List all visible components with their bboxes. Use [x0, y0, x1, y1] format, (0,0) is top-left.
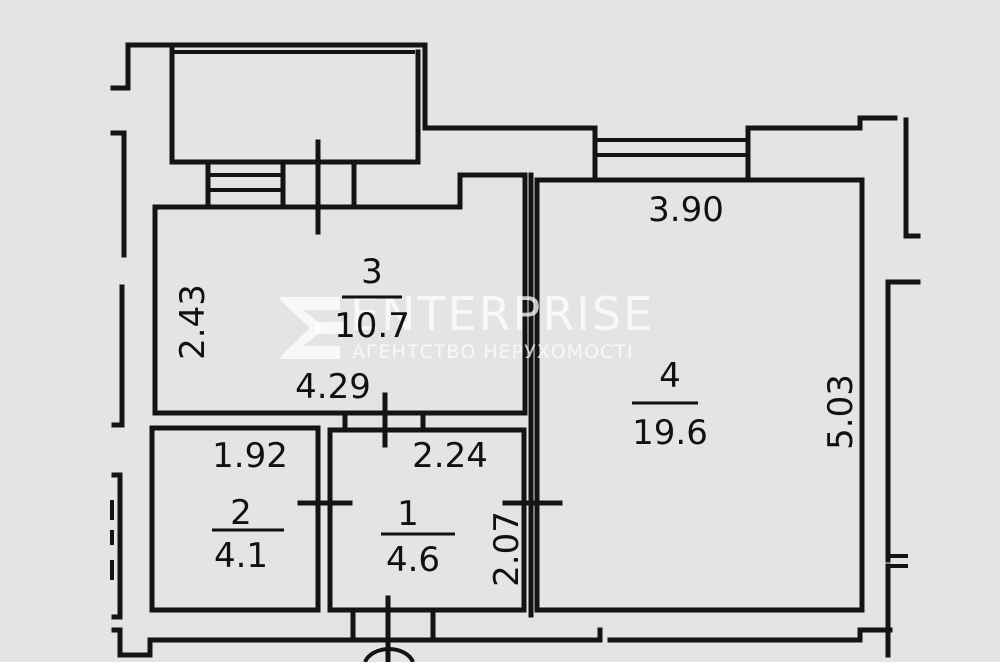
dim-room3-height: 2.43: [173, 284, 213, 360]
room-3-number: 3: [361, 252, 383, 292]
watermark-subtitle: АГЕНТСТВО НЕРУХОМОСТІ: [352, 341, 634, 363]
dim-room1-height: 2.07: [487, 511, 527, 587]
dim-room4-width: 3.90: [648, 190, 724, 230]
dim-room2-width: 1.92: [212, 436, 288, 476]
room-4: [528, 115, 921, 658]
balcony-window: [205, 139, 357, 235]
room-4-area: 19.6: [632, 413, 708, 453]
room-1-area: 4.6: [386, 540, 440, 580]
room-4-number: 4: [659, 356, 681, 396]
room-2: [149, 425, 321, 613]
enterprise-logo-icon: [280, 297, 345, 359]
room-1: [297, 392, 563, 613]
room-2-number: 2: [230, 493, 252, 533]
room-1-number: 1: [397, 494, 419, 534]
entrance-door: [350, 595, 893, 662]
room-2-area: 4.1: [214, 536, 268, 576]
dim-room1-width: 2.24: [412, 436, 488, 476]
dim-room3-width: 4.29: [295, 367, 371, 407]
balcony: [110, 42, 598, 258]
room-3: [152, 172, 528, 416]
dim-room4-height: 5.03: [821, 374, 861, 450]
outer-wall-left: [110, 284, 603, 658]
room-3-area: 10.7: [334, 306, 410, 346]
